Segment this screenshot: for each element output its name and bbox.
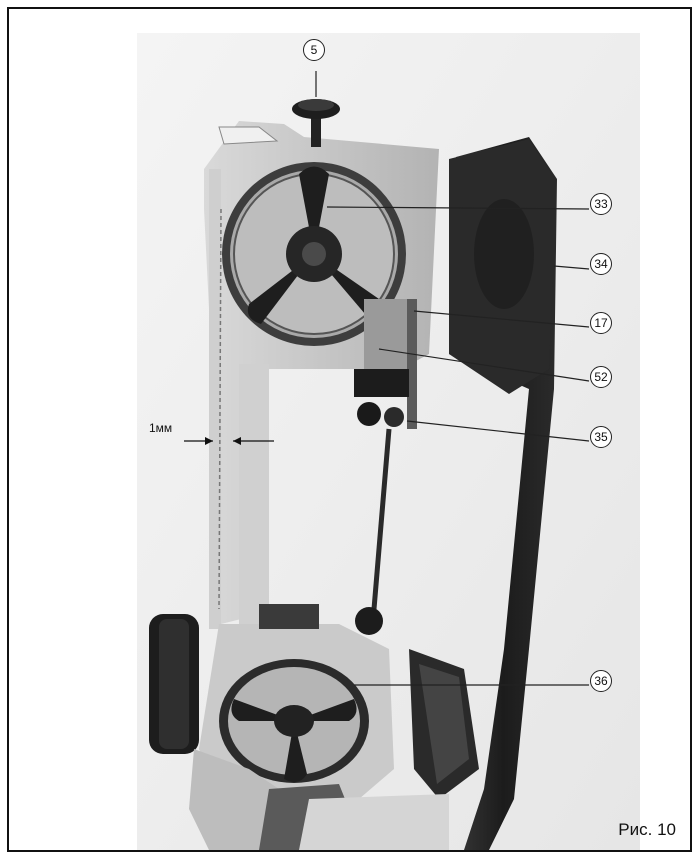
callout-35: 35 [590, 426, 612, 448]
callout-5: 5 [303, 39, 325, 61]
dimension-label-1mm: 1мм [149, 421, 173, 435]
callout-33: 33 [590, 193, 612, 215]
bandsaw-photo [137, 33, 640, 850]
callout-36: 36 [590, 670, 612, 692]
callout-17: 17 [590, 312, 612, 334]
figure-caption: Рис. 10 [618, 820, 676, 839]
callout-34: 34 [590, 253, 612, 275]
callout-52: 52 [590, 366, 612, 388]
figure-frame: 5 33 34 17 52 35 36 1мм Рис. 10 [7, 7, 692, 852]
